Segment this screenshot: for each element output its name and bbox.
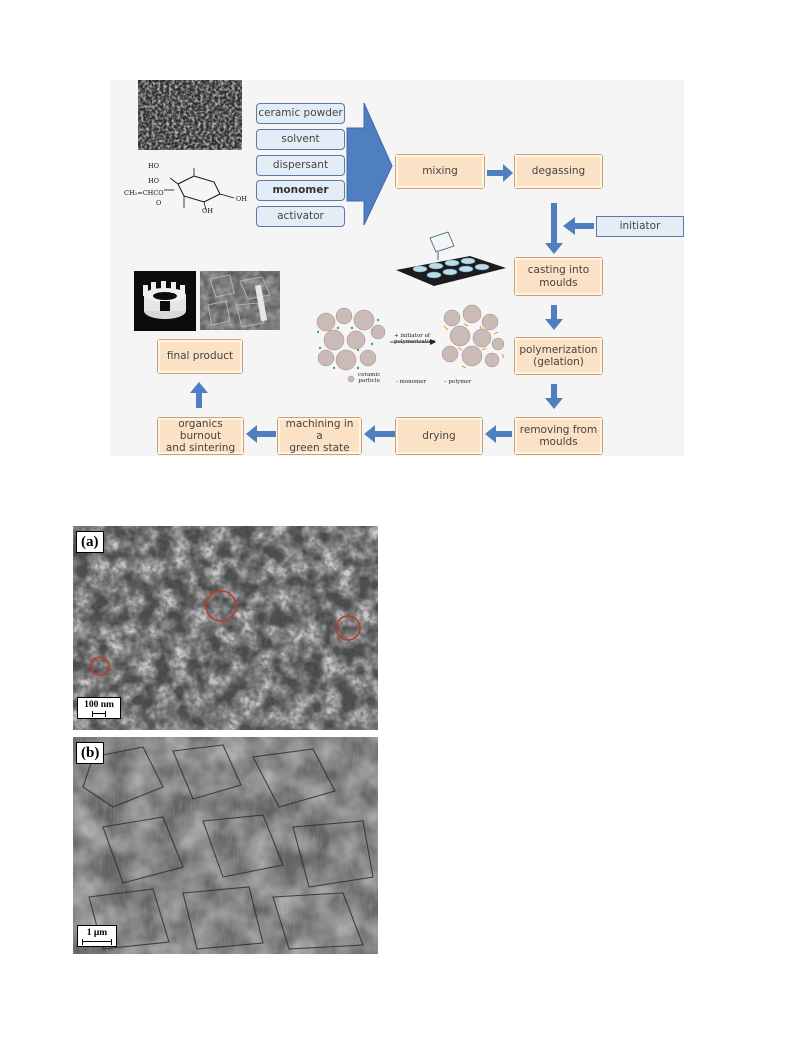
ceramic-powder-sem-image xyxy=(138,80,242,150)
arrow-drying-to-machining xyxy=(364,425,395,443)
initiator-box: initiator xyxy=(596,216,684,237)
mould-casting-illustration xyxy=(396,231,506,286)
inset-legend-monomer: - monomer xyxy=(396,379,427,385)
chem-label-ho1: HO xyxy=(148,162,159,170)
chem-label-ho2: HO xyxy=(148,177,159,185)
arrow-removing-to-drying xyxy=(485,425,512,443)
step-final-product: final product xyxy=(157,339,243,374)
micrograph-a-scale-bar: 100 nm xyxy=(77,697,121,719)
chem-label-acrylate: CH₂=CHCO xyxy=(124,189,164,197)
arrow-initiator xyxy=(563,217,594,235)
monomer-structure xyxy=(164,168,235,211)
arrow-mixing-to-degassing xyxy=(487,164,513,182)
ingredient-activator: activator xyxy=(256,206,345,227)
big-funnel-arrow xyxy=(346,102,393,226)
chem-label-oh1: OH xyxy=(236,195,247,203)
step-degassing: degassing xyxy=(514,154,603,189)
final-product-photo xyxy=(134,271,196,331)
arrow-degassing-to-casting xyxy=(545,203,563,254)
ingredient-dispersant: dispersant xyxy=(256,155,345,176)
arrow-sintering-to-final xyxy=(190,382,208,408)
sem-micrograph-b xyxy=(73,737,378,954)
arrow-machining-to-sintering xyxy=(246,425,276,443)
sintered-microstructure-image xyxy=(200,271,280,330)
inset-legend-polymer: – polymer xyxy=(444,379,472,385)
step-drying: drying xyxy=(395,417,483,455)
step-mixing: mixing xyxy=(395,154,485,189)
chem-label-oh2: OH xyxy=(202,207,213,215)
micrograph-b-label: (b) xyxy=(76,742,105,764)
micrograph-a-label: (a) xyxy=(76,531,104,553)
ingredient-solvent: solvent xyxy=(256,129,345,150)
polymerization-inset xyxy=(316,304,505,383)
micrograph-b-scale-bar: 1 μm xyxy=(77,925,117,947)
arrow-polymerization-to-removing xyxy=(545,384,563,409)
chem-label-carbonyl: O xyxy=(156,199,162,207)
micrograph-a-scale-text: 100 nm xyxy=(84,700,114,710)
micrograph-b-scale-text: 1 μm xyxy=(86,928,108,938)
sem-micrograph-a xyxy=(73,526,378,730)
ingredient-monomer: monomer xyxy=(256,180,345,201)
arrow-casting-to-polymerization xyxy=(545,305,563,330)
step-polymerization: polymerization(gelation) xyxy=(514,337,603,375)
ingredient-ceramic-powder: ceramic powder xyxy=(256,103,345,124)
